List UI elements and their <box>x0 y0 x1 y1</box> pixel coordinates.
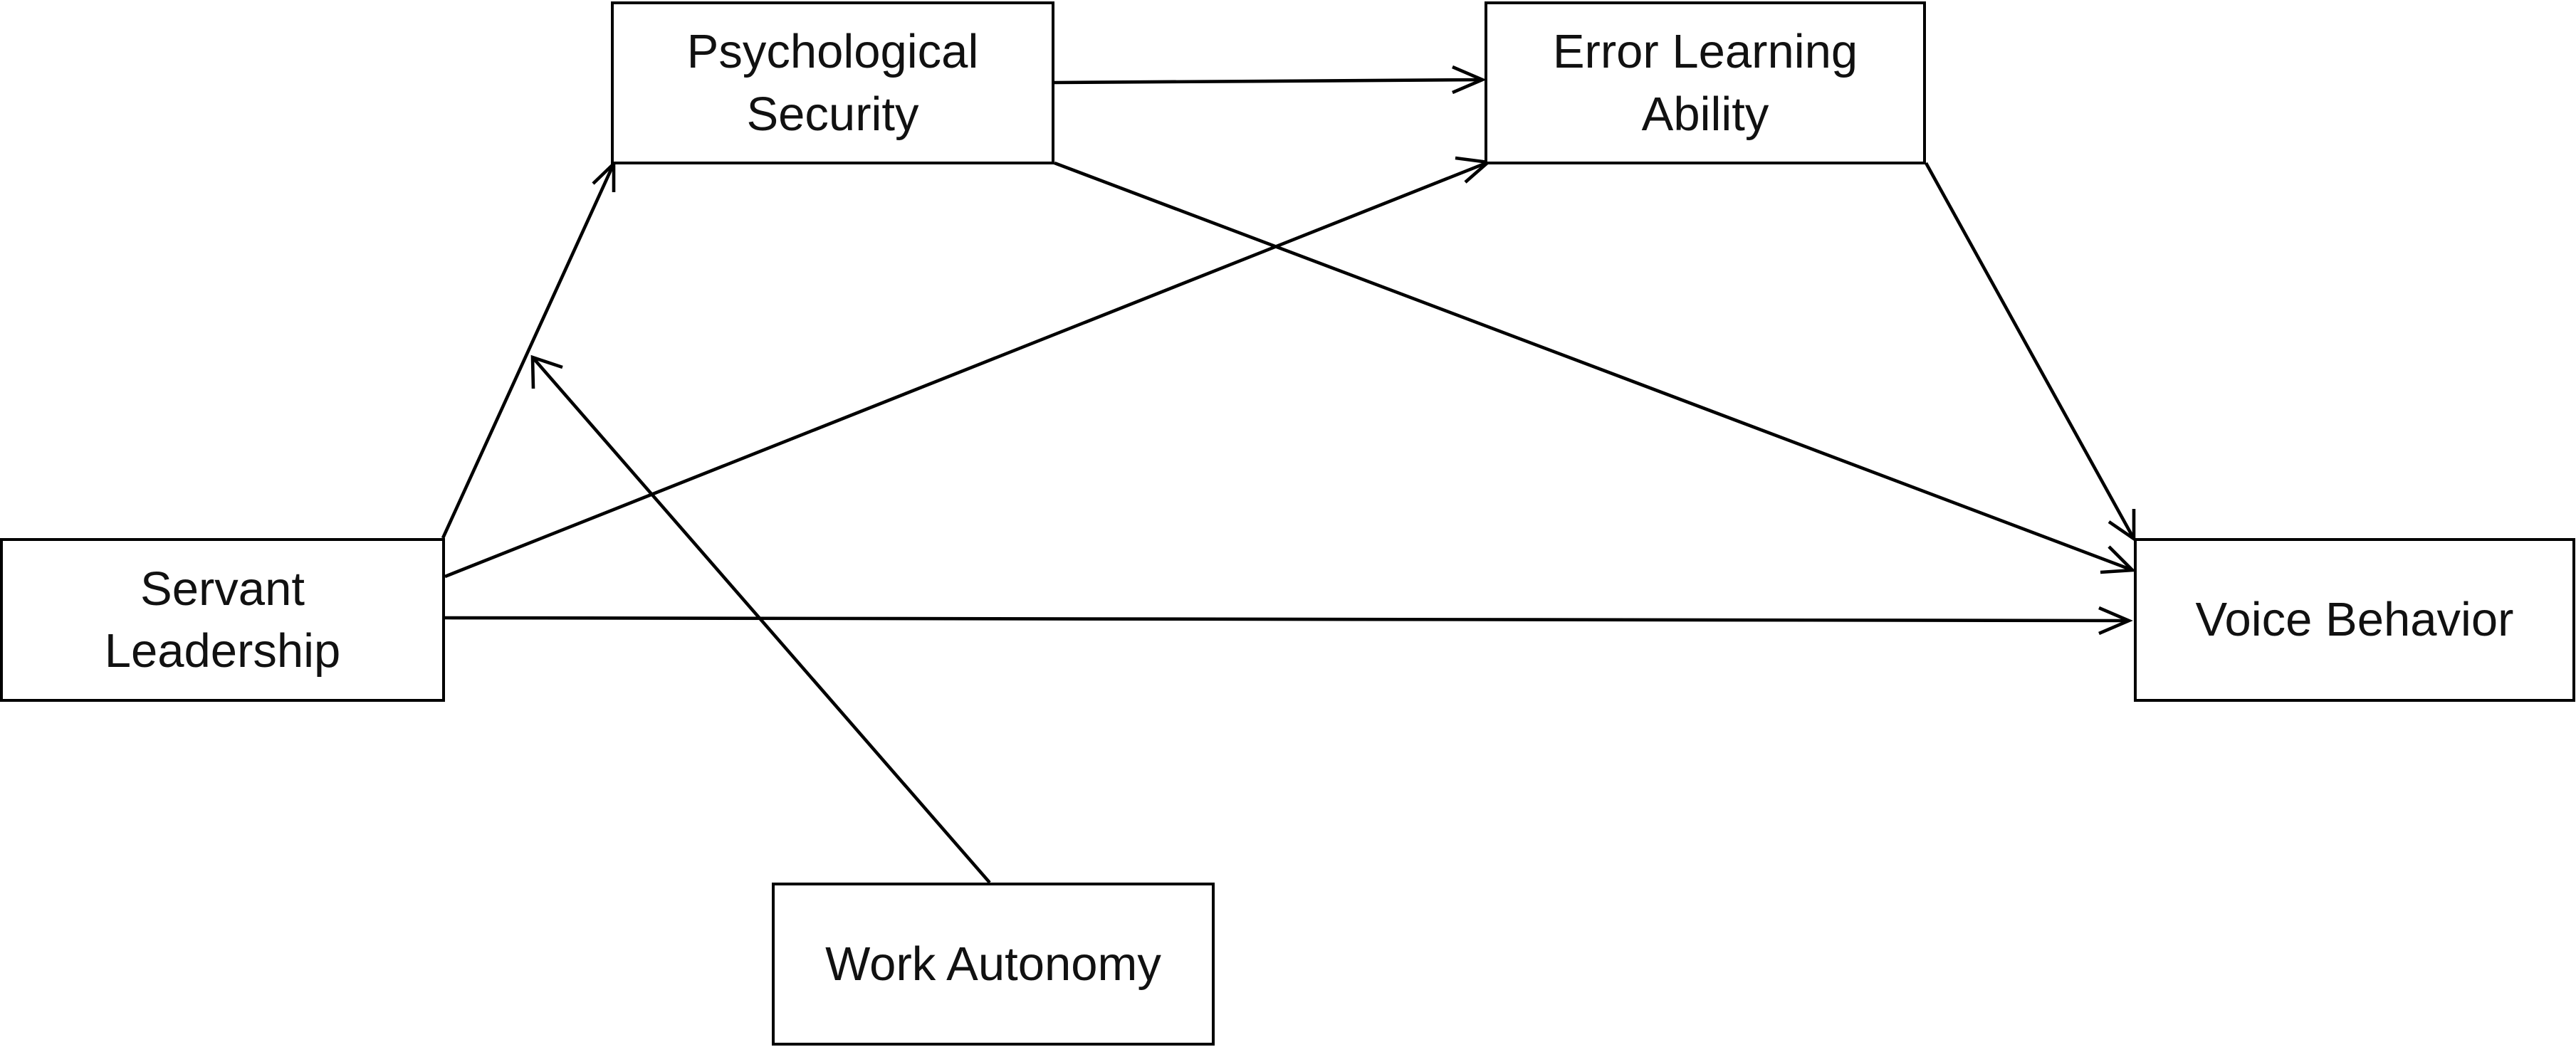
edge-psych-to-voice-arrowhead <box>2100 545 2137 574</box>
edge-servant-to-error <box>444 160 1489 579</box>
node-servant-leadership-line-1: Servant <box>140 562 305 616</box>
node-work-autonomy: Work Autonomy <box>772 883 1215 1046</box>
node-servant-leadership-line-2: Leadership <box>104 624 341 678</box>
node-servant-leadership: Servant Leadership <box>0 538 445 702</box>
node-psychological-security-line-2: Security <box>746 87 919 141</box>
node-error-learning-ability: Error Learning Ability <box>1485 1 1926 164</box>
edge-servant-to-voice <box>444 616 2130 623</box>
node-psychological-security: Psychological Security <box>611 1 1054 164</box>
node-psychological-security-line-1: Psychological <box>686 25 979 79</box>
edge-psych-to-voice <box>1054 161 2133 572</box>
node-work-autonomy-line-1: Work Autonomy <box>825 937 1161 991</box>
edge-servant-to-psych <box>441 163 616 539</box>
node-voice-behavior: Voice Behavior <box>2134 538 2575 702</box>
node-voice-behavior-line-1: Voice Behavior <box>2195 593 2514 647</box>
edge-servant-to-voice-arrowhead <box>2098 606 2133 636</box>
edge-work-moderation <box>531 356 991 884</box>
edge-psych-to-error-arrowhead <box>1452 65 1487 95</box>
node-error-learning-ability-line-1: Error Learning <box>1552 25 1858 79</box>
node-error-learning-ability-line-2: Ability <box>1641 87 1769 141</box>
edge-error-to-voice <box>1924 162 2136 540</box>
edge-work-moderation-arrowhead <box>530 354 563 389</box>
edge-psych-to-error <box>1054 78 1483 85</box>
